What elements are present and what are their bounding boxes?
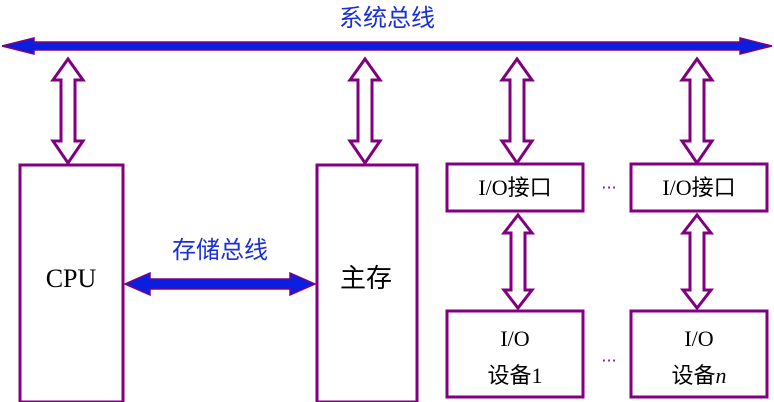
io-device-n: I/O 设备n [629,309,769,399]
io-device-n-connector-arrow [679,212,715,311]
io-interface-1: I/O接口 [445,162,585,213]
io-interface-1-bus-connector-arrow [499,56,535,166]
io-device-1-name: 设备 [487,363,531,388]
memory-bus-arrow [123,271,317,297]
io-device-1-connector-arrow [500,212,536,311]
io-interface-n: I/O接口 [629,162,769,213]
io-device-n-line2: 设备n [671,363,726,388]
io-device-n-line1: I/O [684,326,713,351]
io-interface-n-label: I/O接口 [662,175,735,200]
io-interface-1-label: I/O接口 [478,175,551,200]
io-device-n-name: 设备 [671,363,715,388]
cpu-block: CPU [18,163,125,402]
io-interface-n-bus-connector-arrow [679,56,715,166]
cpu-bus-connector-arrow [50,56,86,166]
system-bus-arrow [1,37,773,55]
io-device-1: I/O 设备1 [445,309,585,399]
memory-bus-connector-arrow [347,56,383,166]
main-memory-block: 主存 [315,163,419,402]
io-device-1-line2: 设备1 [487,363,542,388]
io-interface-ellipsis: ··· [601,178,616,197]
io-device-ellipsis: ··· [601,351,616,370]
io-device-1-line1: I/O [500,326,529,351]
system-bus-label: 系统总线 [339,4,435,32]
memory-bus-label: 存储总线 [172,236,268,264]
io-device-1-index: 1 [532,363,543,388]
cpu-label: CPU [46,264,97,293]
main-memory-label: 主存 [340,264,392,293]
io-device-n-index: n [716,363,727,388]
